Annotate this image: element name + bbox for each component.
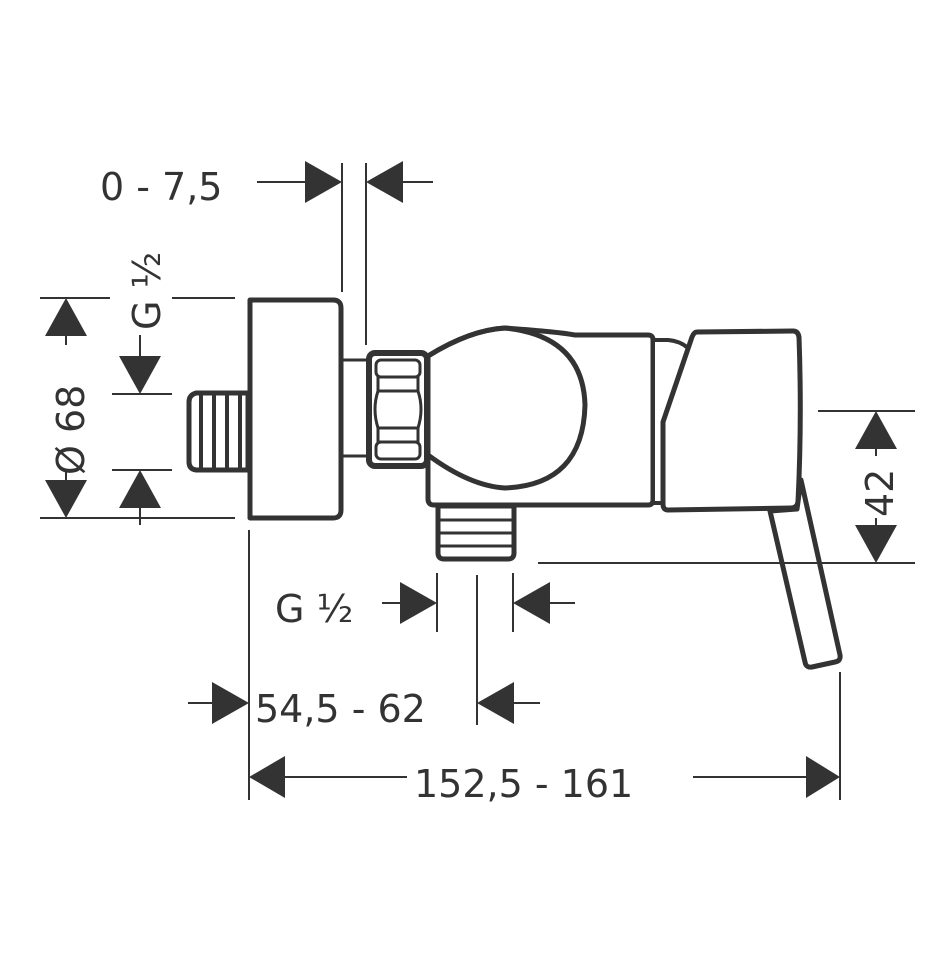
- dim-label-outlet-thread: G ½: [275, 587, 353, 631]
- dimension-diameter: Ø 68: [40, 297, 235, 519]
- cartridge-cover: [425, 325, 588, 491]
- dim-label-outlet-distance: 54,5 - 62: [255, 687, 426, 731]
- dim-label-total-depth: 152,5 - 161: [414, 762, 633, 806]
- dimension-outlet-distance: 54,5 - 62: [188, 530, 540, 800]
- inlet-thread: [186, 390, 251, 473]
- union-nut: [366, 350, 430, 469]
- dimension-inlet-thread: G ½: [112, 252, 235, 525]
- lever-housing: [660, 328, 803, 513]
- dim-label-diameter: Ø 68: [49, 385, 93, 475]
- mixer-assembly: [186, 297, 843, 670]
- dim-label-lever-height: 42: [858, 469, 902, 517]
- dimension-offset: 0 - 7,5: [100, 161, 433, 345]
- wall-rosette: [247, 297, 344, 521]
- outlet-thread: [435, 503, 517, 562]
- dimension-lever-height: 42: [538, 410, 915, 564]
- dim-label-offset: 0 - 7,5: [100, 165, 222, 209]
- dimension-total-depth: 152,5 - 161: [249, 672, 841, 806]
- lever-handle: [767, 477, 843, 670]
- dim-label-inlet-thread: G ½: [125, 252, 169, 330]
- dimension-outlet-thread: G ½: [275, 573, 575, 632]
